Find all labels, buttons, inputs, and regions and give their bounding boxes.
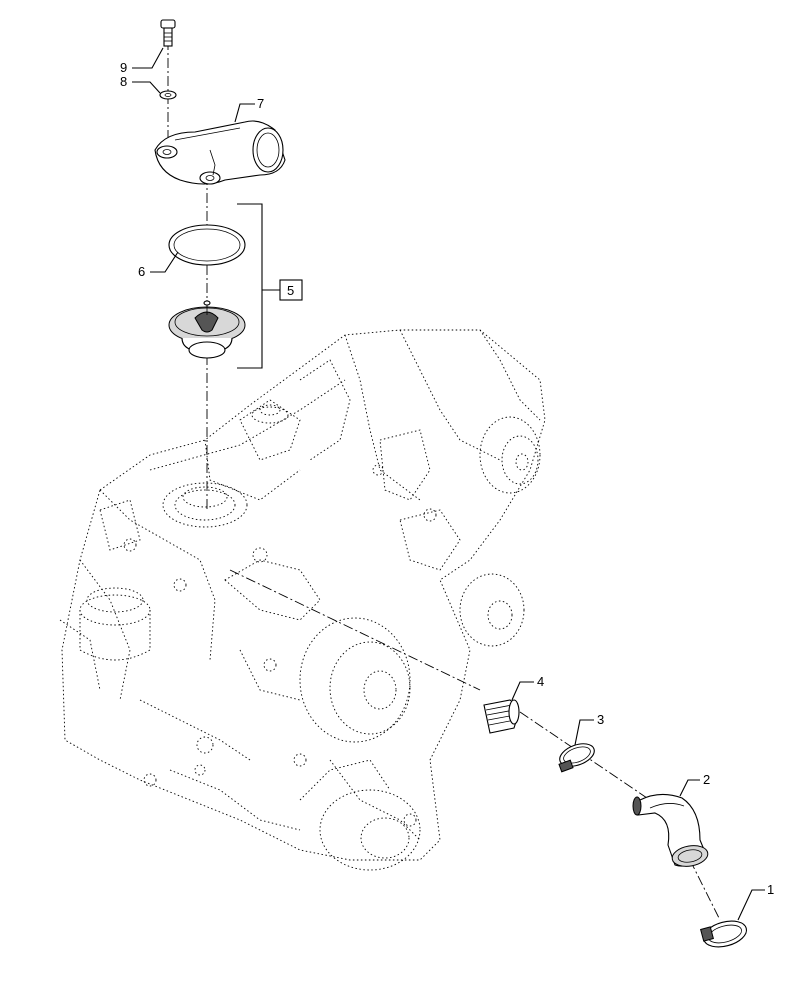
callout-8: 8: [120, 74, 127, 89]
callout-2: 2: [703, 772, 710, 787]
part-4-hose-fitting: [483, 699, 520, 734]
callout-1: 1: [767, 882, 774, 897]
callout-3: 3: [597, 712, 604, 727]
callout-7: 7: [257, 96, 264, 111]
part-7-thermostat-housing: [154, 120, 286, 185]
part-2-hose: [632, 793, 709, 867]
part-9-bolt: [160, 19, 176, 47]
callout-6: 6: [138, 264, 145, 279]
group-5-bracket: [237, 203, 303, 369]
thermostat: [168, 300, 246, 359]
part-6-seal-ring: [168, 224, 246, 266]
callout-5: 5: [287, 283, 294, 298]
part-3-clamp: [558, 743, 595, 773]
callout-9: 9: [120, 60, 127, 75]
part-1-clamp: [700, 920, 748, 948]
callout-labels: 9 8 7 6 5 4 3 2 1: [120, 60, 774, 897]
part-8-washer: [159, 90, 177, 100]
callout-4: 4: [537, 674, 544, 689]
leader-lines: [132, 47, 765, 921]
engine-block-phantom: [59, 329, 546, 871]
